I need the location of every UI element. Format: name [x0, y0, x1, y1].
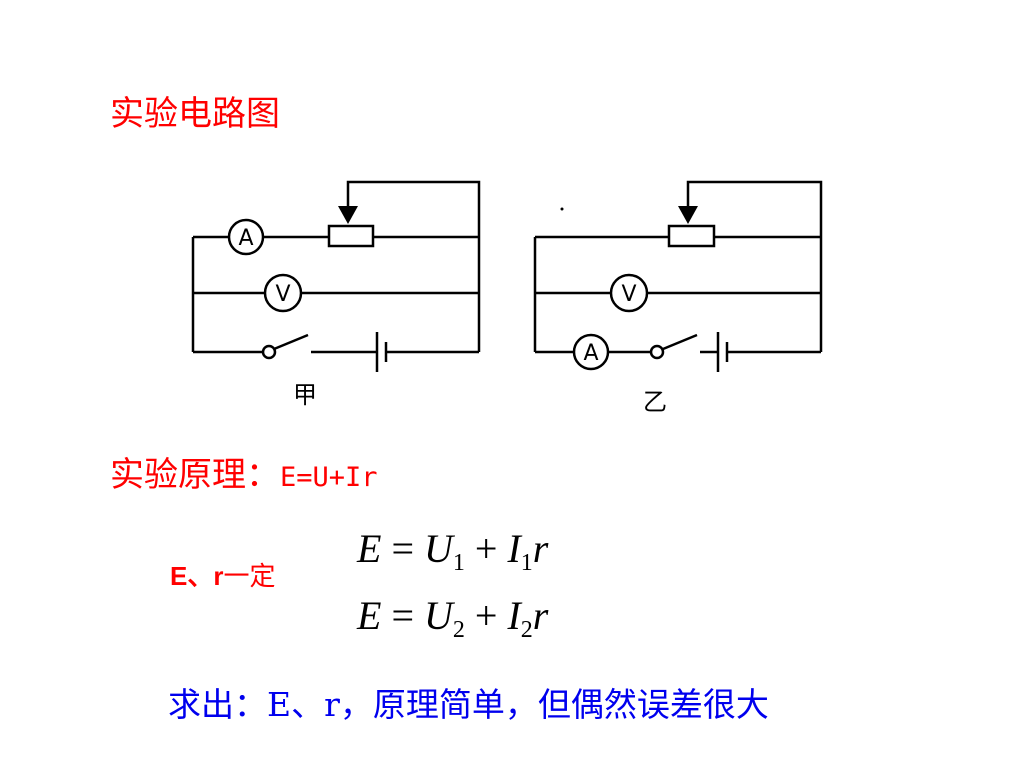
slide-title: 实验电路图 — [110, 94, 280, 134]
circuit-jia-caption: 甲 — [293, 381, 317, 409]
principle-formula: E=U+Ir — [280, 462, 378, 493]
circuit-jia-switch-contact — [261, 344, 277, 360]
eq1-i-subscript: 1 — [520, 550, 533, 576]
eq2-r: r — [532, 593, 549, 638]
circuit-jia-ammeter: A — [227, 218, 265, 256]
eq1-u-subscript: 1 — [452, 550, 465, 576]
constant-label: E、r一定 — [170, 556, 275, 593]
eq2-e: E — [357, 593, 382, 638]
circuit-yi-slider-arrow — [678, 206, 698, 224]
circuit-yi-rheostat — [667, 224, 716, 248]
principle-label: 实验原理： — [110, 455, 280, 495]
constant-label-text: 一定 — [223, 561, 276, 591]
eq2-i: I — [507, 593, 521, 638]
circuit-yi-voltmeter-label: V — [621, 282, 636, 307]
eq2-u: U — [424, 593, 453, 638]
circuit-jia-switch-blade — [273, 333, 309, 351]
circuit-yi-switch-contact — [649, 344, 665, 360]
eq1-equals: = — [391, 526, 414, 571]
principle-line: 实验原理：E=U+Ir — [110, 447, 378, 496]
circuit-yi-caption: 乙 — [643, 388, 667, 416]
eq2-plus: + — [474, 593, 498, 638]
eq2-equals: = — [391, 593, 414, 638]
circuit-yi-ammeter: A — [572, 333, 610, 371]
circuit-yi-slider-wire — [686, 180, 823, 352]
eq1-plus: + — [474, 526, 498, 571]
circuit-jia-ammeter-label: A — [238, 226, 253, 251]
eq1-e: E — [357, 526, 382, 571]
circuit-jia-slider-wire — [346, 180, 481, 352]
equation-1: E=U1+I1r — [357, 525, 548, 577]
eq2-i-subscript: 2 — [520, 617, 533, 643]
circuit-jia-voltmeter-label: V — [275, 282, 290, 307]
circuit-jia-slider-arrow — [338, 206, 358, 224]
eq2-u-subscript: 2 — [452, 617, 465, 643]
eq1-i: I — [507, 526, 521, 571]
constant-label-er: E、r — [170, 561, 224, 591]
circuit-yi-ammeter-label: A — [583, 341, 598, 366]
stray-dot — [560, 207, 564, 211]
eq1-u: U — [424, 526, 453, 571]
circuit-jia-rheostat — [327, 224, 375, 248]
conclusion-text: 求出：E、r，原理简单，但偶然误差很大 — [168, 685, 769, 724]
equation-2: E=U2+I2r — [357, 592, 548, 644]
eq1-r: r — [532, 526, 549, 571]
circuit-yi-voltmeter: V — [609, 273, 649, 313]
circuit-yi-switch-blade — [662, 333, 698, 351]
circuit-jia-voltmeter: V — [263, 273, 303, 313]
circuit-yi — [533, 180, 823, 372]
circuit-jia — [191, 180, 481, 372]
circuit-diagrams: A V 甲 V A 乙 — [191, 180, 823, 416]
